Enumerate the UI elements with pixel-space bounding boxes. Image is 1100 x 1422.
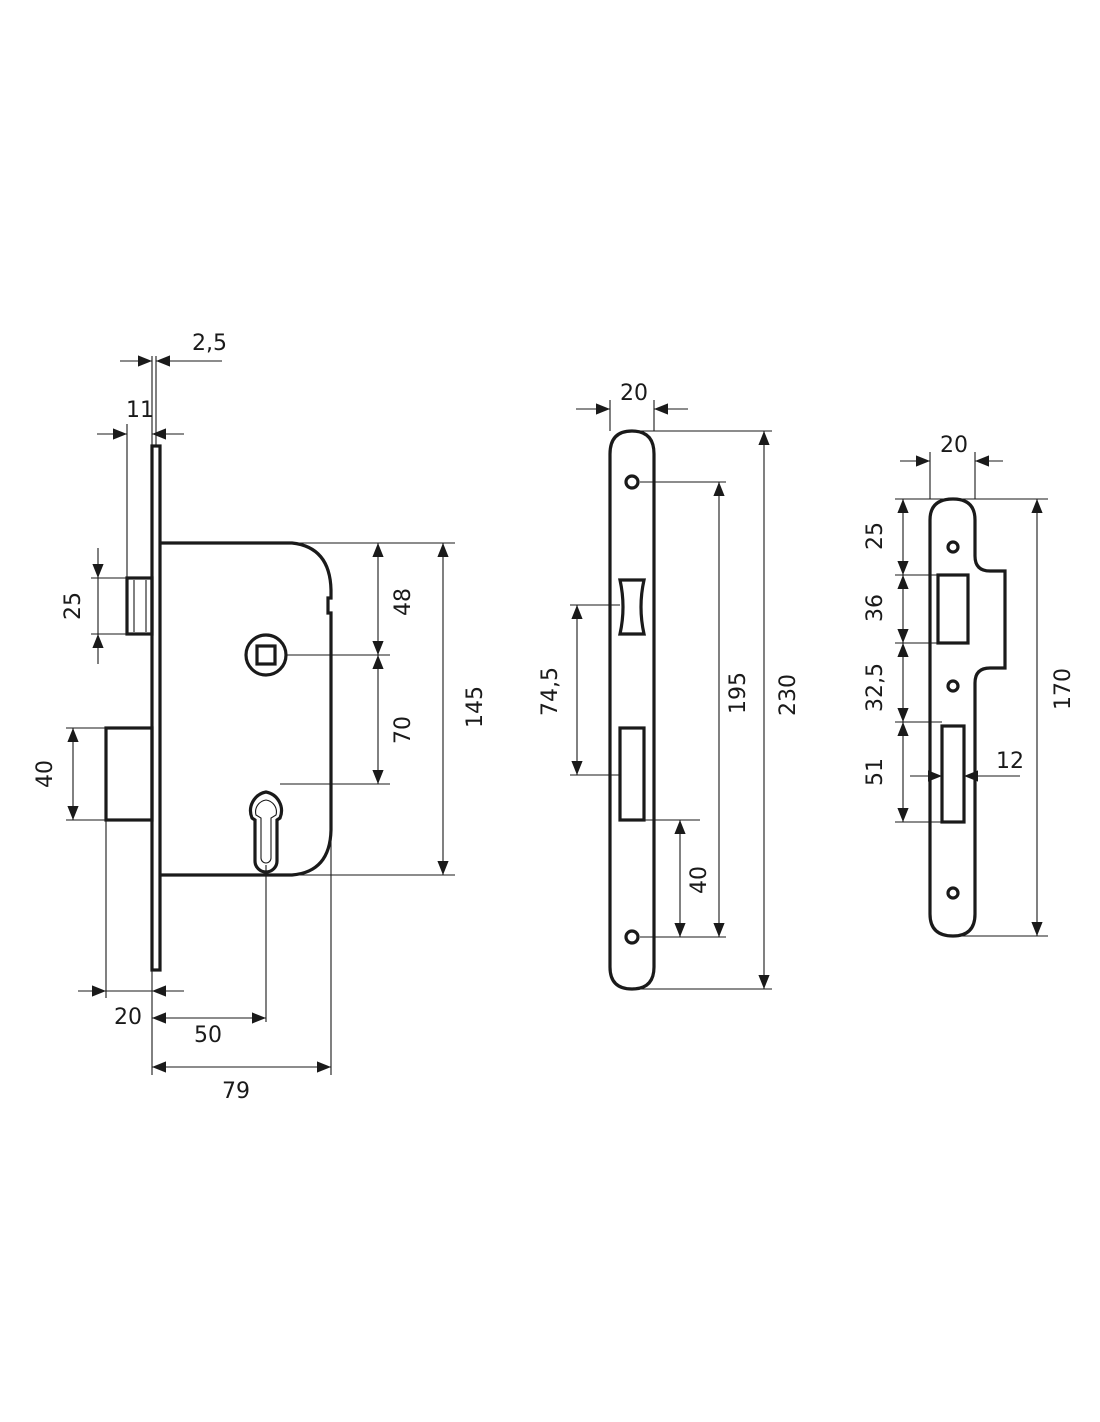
dim-body-height-label: 145 [463,686,488,728]
dim-faceplate-width-label: 20 [620,381,648,406]
dim-bolt-to-screw: 40 [674,820,712,937]
dim-body-depth: 79 [152,1061,331,1104]
dim-latch-to-screw-label: 32,5 [863,663,888,712]
strike-bolt-opening [940,724,966,824]
lock-case [160,541,333,877]
dim-bolt-opening-width: 12 [910,749,1024,782]
dim-top-to-latch: 25 [863,499,909,575]
faceplate-latch-opening [618,578,646,636]
dim-follower-to-cylinder-label: 70 [391,716,416,744]
cylinder-keyhole [248,790,284,874]
faceplate-bottom-screw [624,929,640,945]
dim-latch-opening-label: 36 [863,594,888,622]
dim-latch-projection-label: 11 [126,398,154,423]
dim-strike-width: 20 [900,433,1003,467]
faceplate-outline [608,429,656,991]
dim-screw-spacing-label: 195 [726,672,751,714]
strike-bottom-screw [946,886,960,900]
square-spindle-hole [255,644,277,666]
dead-bolt [104,726,154,822]
dim-body-depth-label: 79 [222,1079,250,1104]
follower-hub [244,633,288,677]
dim-follower-to-cylinder: 70 [372,655,416,784]
lock-faceplate [150,444,162,972]
strike-latch-opening [936,573,970,645]
strike-top-screw [946,540,960,554]
dim-strike-width-label: 20 [940,433,968,458]
dim-latch-projection: 11 [97,398,184,440]
dim-faceplate-thickness-label: 2,5 [192,331,227,356]
dim-faceplate-thickness: 2,5 [120,331,227,367]
faceplate-bolt-opening [618,726,646,822]
dim-bolt-opening-label: 51 [863,758,888,786]
dim-top-to-follower-label: 48 [391,588,416,616]
dim-bolt-opening-width-label: 12 [996,749,1024,774]
latch-bolt [125,576,154,636]
faceplate-top-screw [624,474,640,490]
lock-body-view: 2,5 11 25 40 20 [33,331,488,1104]
dim-screw-spacing: 195 [713,482,751,937]
dim-top-to-follower: 48 [372,543,416,655]
dim-body-height: 145 [437,543,488,875]
dim-top-to-latch-label: 25 [863,522,888,550]
dim-bolt-height-label: 40 [33,760,58,788]
dim-backset: 50 [152,1012,266,1048]
dim-strike-length-label: 170 [1051,668,1076,710]
dim-bolt-to-screw-label: 40 [687,866,712,894]
dim-faceplate-length: 230 [758,431,801,989]
dim-bolt-throw: 20 [78,985,184,1030]
dim-bolt-opening: 51 [863,722,909,822]
dim-faceplate-length-label: 230 [776,674,801,716]
dim-faceplate-width: 20 [576,381,688,415]
dim-bolt-height: 40 [33,728,79,820]
dim-backset-label: 50 [194,1023,222,1048]
dim-latch-height: 25 [61,548,104,664]
dim-latch-to-bolt-label: 74,5 [538,667,563,716]
strike-plate-outline [928,497,1007,938]
dim-latch-height-label: 25 [61,592,86,620]
dim-latch-to-screw: 32,5 [863,643,909,722]
faceplate-view: 20 74,5 195 230 40 [538,381,801,991]
dim-latch-opening: 36 [863,575,909,643]
strike-plate-view: 20 25 36 32,5 51 1 [863,433,1076,938]
dim-latch-to-bolt: 74,5 [538,605,583,775]
strike-middle-screw [946,679,960,693]
dim-strike-length: 170 [1031,499,1076,936]
dim-bolt-throw-label: 20 [114,1005,142,1030]
